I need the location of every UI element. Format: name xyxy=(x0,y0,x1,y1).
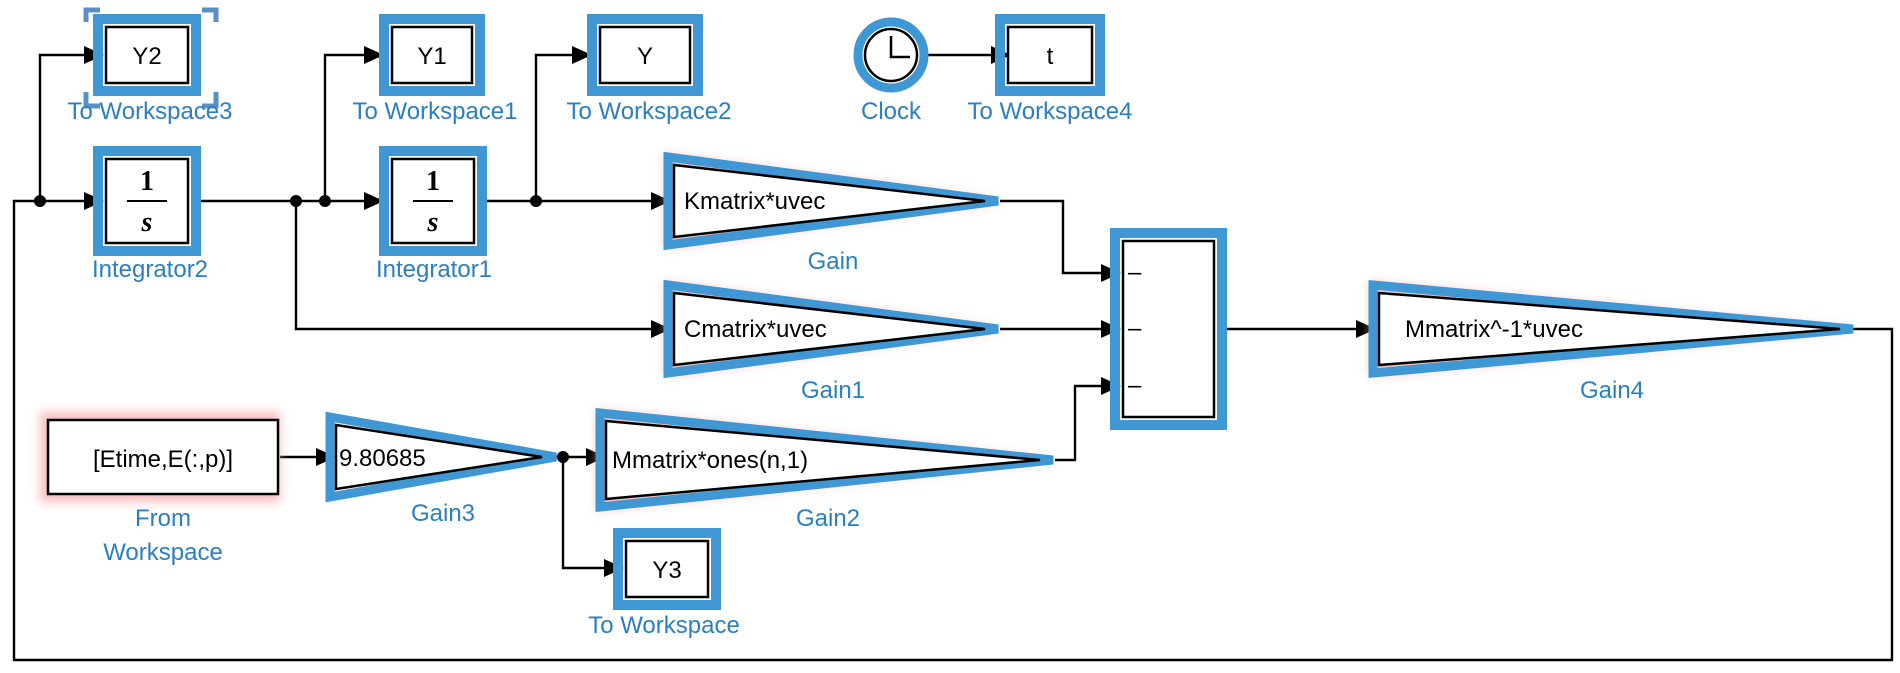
t-block-text: t xyxy=(1047,43,1054,70)
to-workspace-label: To Workspace xyxy=(588,612,740,639)
y2-block-text: Y2 xyxy=(132,43,161,70)
arrowhead xyxy=(572,46,592,64)
integrator1-numerator: 1 xyxy=(426,166,440,197)
gain-block-text: Kmatrix*uvec xyxy=(684,188,825,215)
arrowhead xyxy=(364,192,384,210)
integrator1-label: Integrator1 xyxy=(376,256,492,283)
junction-dots xyxy=(34,195,569,463)
block-body xyxy=(46,418,280,496)
junction-dot xyxy=(34,195,46,207)
sum-sign: – xyxy=(1128,259,1142,286)
block-body xyxy=(672,163,986,239)
block-body xyxy=(604,419,1041,501)
block-body xyxy=(104,25,190,85)
block-highlight xyxy=(325,411,557,503)
gain1-block-text: Cmatrix*uvec xyxy=(684,316,827,343)
integrator1-denominator: s xyxy=(427,207,439,238)
block-highlight xyxy=(663,279,999,379)
wire-feedback[interactable] xyxy=(12,199,1894,662)
block-highlight xyxy=(995,14,1105,96)
block-highlight xyxy=(93,14,201,96)
y-block-text: Y xyxy=(637,43,653,70)
junction-dot xyxy=(290,195,302,207)
block-highlight xyxy=(663,151,999,251)
wire-gain-to-sum[interactable] xyxy=(1000,199,1115,275)
arrowhead xyxy=(651,320,671,338)
junction-dot xyxy=(557,451,569,463)
block-body xyxy=(1377,291,1841,367)
to-workspace3-label: To Workspace3 xyxy=(68,98,233,125)
block-highlight xyxy=(587,14,703,96)
to-workspace1-label: To Workspace1 xyxy=(353,98,518,125)
to-workspace3-block[interactable]: Y2 To Workspace3 xyxy=(68,7,233,125)
block-highlight xyxy=(595,408,1054,512)
y1-block-text: Y1 xyxy=(417,43,446,70)
wire-to-y1[interactable] xyxy=(323,53,378,201)
gain4-block-text: Mmatrix^-1*uvec xyxy=(1405,316,1583,343)
integrator2-label: Integrator2 xyxy=(92,256,208,283)
wire-to-y3[interactable] xyxy=(561,457,618,570)
sum-block[interactable]: – – – xyxy=(1110,228,1227,430)
gain1-block[interactable]: Cmatrix*uvec Gain1 xyxy=(663,279,1003,404)
gain3-label: Gain3 xyxy=(411,500,475,527)
y3-block-text: Y3 xyxy=(652,557,681,584)
block-body xyxy=(624,539,710,599)
integrator2-block[interactable]: 1 s Integrator2 xyxy=(92,146,208,283)
to-workspace-block[interactable]: Y3 To Workspace xyxy=(588,528,740,639)
to-workspace4-block[interactable]: t To Workspace4 xyxy=(968,14,1133,125)
gain2-block-text: Mmatrix*ones(n,1) xyxy=(612,447,808,474)
to-workspace1-block[interactable]: Y1 To Workspace1 xyxy=(353,14,518,125)
wire-to-y[interactable] xyxy=(534,53,586,201)
wire-to-y2[interactable] xyxy=(38,53,98,201)
sum-sign: – xyxy=(1128,315,1142,342)
to-workspace2-label: To Workspace2 xyxy=(567,98,732,125)
from-workspace-label-line1: From xyxy=(135,505,191,532)
clock-hands xyxy=(889,36,910,59)
integrator2-denominator: s xyxy=(141,207,153,238)
clock-label: Clock xyxy=(861,98,922,125)
integrator1-block[interactable]: 1 s Integrator1 xyxy=(376,146,492,283)
sum-sign: – xyxy=(1128,372,1142,399)
from-workspace-block[interactable]: [Etime,E(:,p)] From Workspace xyxy=(40,412,280,566)
selection-handles xyxy=(83,7,219,109)
block-body xyxy=(598,25,692,85)
to-workspace2-block[interactable]: Y To Workspace2 xyxy=(567,14,732,125)
arrowhead xyxy=(651,192,671,210)
integrator2-numerator: 1 xyxy=(140,166,154,197)
gain-block[interactable]: Kmatrix*uvec Gain xyxy=(663,151,1003,275)
from-workspace-block-text: [Etime,E(:,p)] xyxy=(93,446,233,473)
gain3-block[interactable]: 9.80685 Gain3 xyxy=(325,411,557,527)
gain4-block[interactable]: Mmatrix^-1*uvec Gain4 xyxy=(1368,280,1858,404)
block-highlight xyxy=(379,146,487,256)
block-highlight xyxy=(1110,228,1227,430)
block-highlight xyxy=(853,17,929,93)
wire-to-gain1[interactable] xyxy=(294,201,665,331)
gain1-label: Gain1 xyxy=(801,377,865,404)
block-highlight xyxy=(1368,280,1854,378)
block-body xyxy=(334,423,543,491)
arrowhead xyxy=(1356,320,1376,338)
clock-block[interactable]: Clock xyxy=(853,17,929,125)
gain-label: Gain xyxy=(808,248,859,275)
junction-dot xyxy=(319,195,331,207)
wire-gain2-to-sum[interactable] xyxy=(1055,384,1115,462)
gain4-label: Gain4 xyxy=(1580,377,1644,404)
signal-lines xyxy=(12,53,1894,662)
gain3-block-text: 9.80685 xyxy=(339,445,426,472)
junction-dot xyxy=(530,195,542,207)
gain2-block[interactable]: Mmatrix*ones(n,1) Gain2 xyxy=(595,408,1058,532)
gain2-label: Gain2 xyxy=(796,505,860,532)
block-highlight xyxy=(379,14,485,96)
block-body xyxy=(672,291,986,367)
from-workspace-label-line2: Workspace xyxy=(103,539,223,566)
block-body xyxy=(1006,25,1094,85)
to-workspace4-label: To Workspace4 xyxy=(968,98,1133,125)
block-highlight xyxy=(93,146,201,256)
block-body xyxy=(1121,239,1216,419)
arrowhead xyxy=(364,46,384,64)
block-body xyxy=(390,25,474,85)
block-highlight xyxy=(613,528,721,610)
